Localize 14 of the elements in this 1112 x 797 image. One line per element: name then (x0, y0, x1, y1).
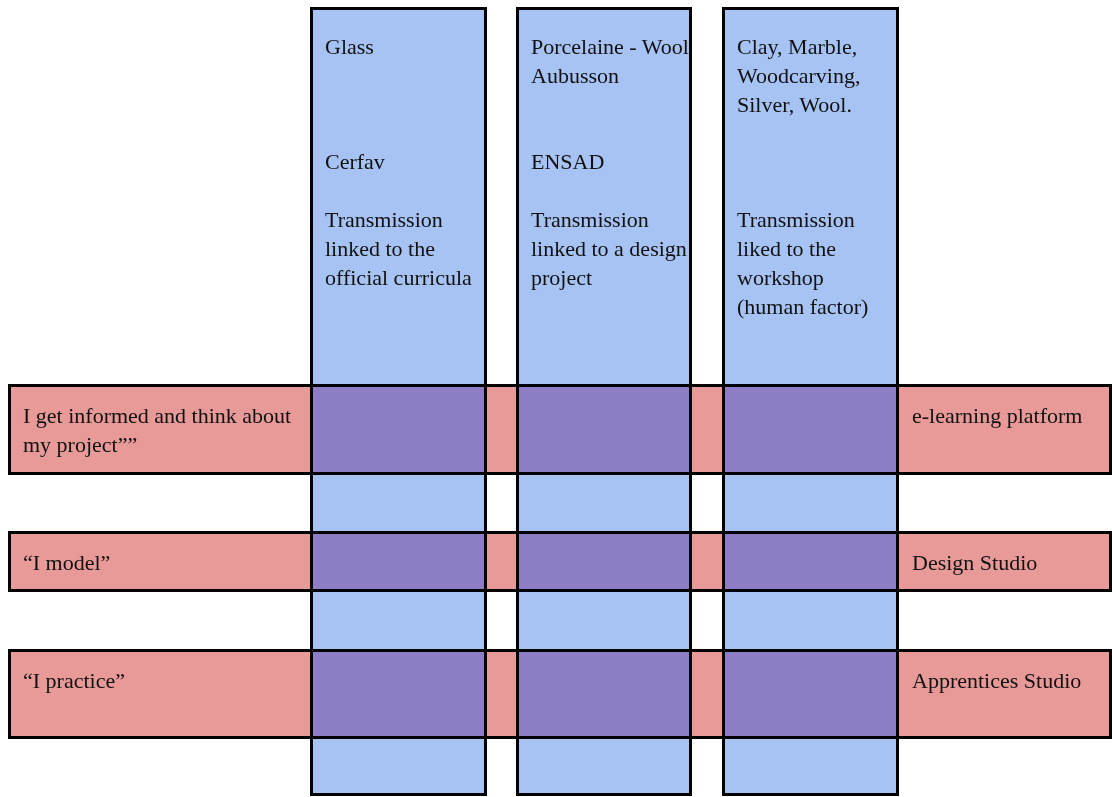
institution-name: ENSAD (531, 148, 606, 176)
activity-label: “I practice” (23, 667, 126, 695)
institution-name: Cerfav (325, 148, 386, 176)
material-list: Porcelaine - Wool Aubusson (531, 32, 689, 90)
studio-label: Apprentices Studio (912, 667, 1083, 695)
transmission-description: Transmission liked to the workshop (human factor) (737, 206, 870, 321)
material-list: Clay, Marble, Woodcarving, Silver, Wool. (737, 32, 895, 119)
transmission-description: Transmission linked to a design project (531, 206, 688, 292)
activity-label: I get informed and think about my project”” (23, 402, 293, 459)
studio-label: Design Studio (912, 549, 1039, 577)
activity-label: “I model” (23, 549, 112, 577)
material-list: Glass (325, 32, 483, 61)
studio-label: e-learning platform (912, 402, 1084, 430)
transmission-description: Transmission linked to the official curricula (325, 206, 473, 292)
